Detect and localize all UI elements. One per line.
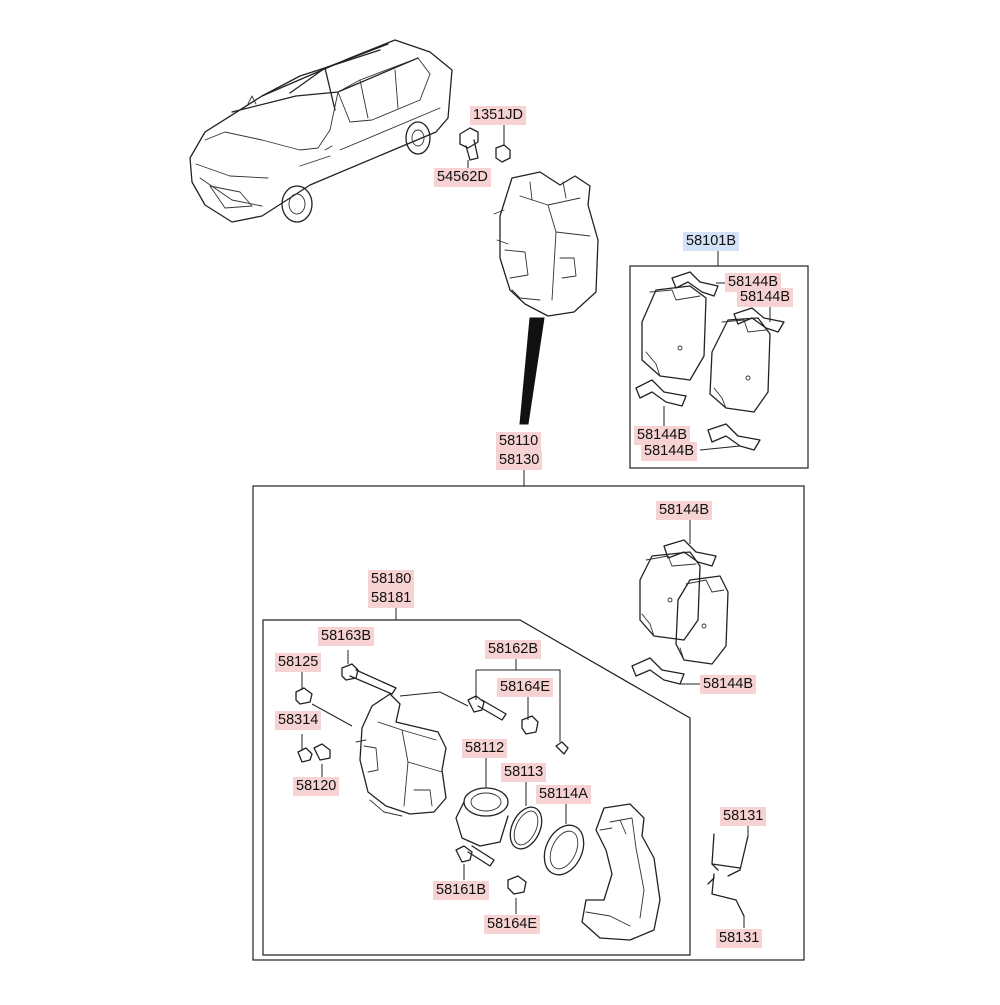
label-58131-2[interactable]: 58131 [716,929,763,948]
pad-kit-box [629,265,809,469]
caliper-sub-box [262,619,691,956]
label-58120[interactable]: 58120 [293,777,340,796]
label-58162b[interactable]: 58162B [485,640,541,659]
label-58161b[interactable]: 58161B [433,881,489,900]
caliper-assembly-box [252,485,805,961]
caliper-bracket-icon [581,803,661,941]
label-58144b-assy-2[interactable]: 58144B [700,675,756,694]
label-58164e-2[interactable]: 58164E [484,915,540,934]
brake-pad-icon [641,285,771,413]
label-1351jd[interactable]: 1351JD [470,106,526,125]
bolt-icon [459,127,511,163]
brake-caliper-icon [493,171,599,317]
label-58144b-kit-3[interactable]: 58144B [634,426,690,445]
label-58114a[interactable]: 58114A [536,785,591,804]
label-58131-1[interactable]: 58131 [720,807,767,826]
label-58314[interactable]: 58314 [275,711,322,730]
pad-clip-icon [635,271,785,451]
label-58180[interactable]: 58180 [368,570,415,589]
bolt-icon [295,663,569,895]
label-58110[interactable]: 58110 [496,432,542,451]
assembly-arrow [519,317,545,425]
seal-ring-icon [509,806,585,876]
label-58101b[interactable]: 58101B [683,232,739,251]
label-58181[interactable]: 58181 [368,589,415,608]
car-illustration-icon [189,39,453,223]
label-58144b-kit-1[interactable]: 58144B [725,273,781,292]
label-54562d[interactable]: 54562D [434,168,491,187]
label-58164e-1[interactable]: 58164E [497,678,553,697]
label-58144b-kit-4[interactable]: 58144B [641,442,697,461]
label-58130[interactable]: 58130 [496,451,543,470]
anti-rattle-spring-icon [707,833,749,917]
label-58144b-assy-1[interactable]: 58144B [656,501,712,520]
brake-pad-icon [639,551,729,665]
piston-icon [455,787,509,847]
label-58144b-kit-2[interactable]: 58144B [737,288,793,307]
label-58112[interactable]: 58112 [462,739,508,758]
label-58125[interactable]: 58125 [275,653,322,672]
label-58163b[interactable]: 58163B [318,627,374,646]
brake-caliper-icon [355,693,447,817]
label-58113[interactable]: 58113 [501,763,547,782]
